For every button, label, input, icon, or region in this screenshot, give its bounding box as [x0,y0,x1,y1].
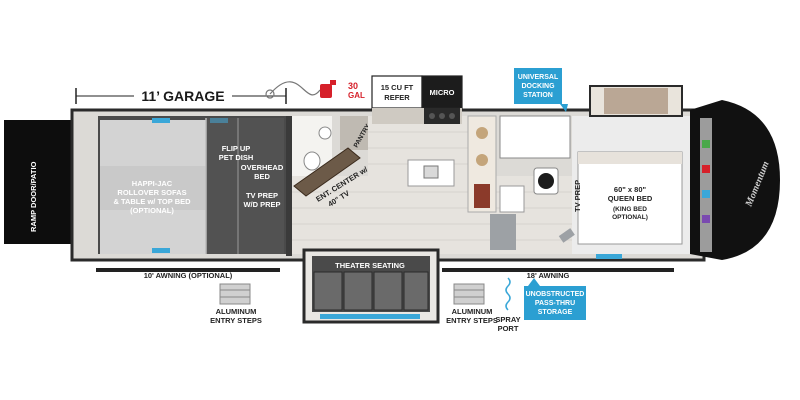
passthru-callout-text: STORAGE [538,309,573,316]
svg-text:ROLLOVER SOFAS: ROLLOVER SOFAS [117,188,186,197]
svg-text:OVERHEAD: OVERHEAD [241,163,284,172]
garage-rear-zone [206,118,284,254]
theater-seats [313,271,429,311]
ramp-door [4,120,72,244]
svg-text:HAPPI-JAC: HAPPI-JAC [132,179,173,188]
svg-text:PET DISH: PET DISH [219,153,254,162]
sofa-bottom [100,210,206,254]
fuel-unit: GAL [348,91,365,100]
front-awning [442,268,674,272]
sink [423,165,439,179]
rear-steps-label: ALUMINUM [216,307,257,316]
fireplace [474,184,490,208]
svg-text:TV PREP: TV PREP [246,191,278,200]
docking-callout [514,68,562,104]
front-entry-steps [453,283,485,305]
spray-port-label: SPRAY [495,315,520,324]
svg-text:W/D PREP: W/D PREP [243,200,280,209]
flip-up-label: FLIP UP PET DISH [219,144,254,162]
queen-bed [577,151,683,245]
refer [371,75,423,109]
svg-text:& TABLE w/ TOP BED: & TABLE w/ TOP BED [113,197,191,206]
docking-callout-text: DOCKING [521,83,555,90]
bedroom-window [596,254,622,259]
stool [476,154,488,166]
tv-prep-wd-label: TV PREP W/D PREP [243,191,280,209]
spray-hose-icon [505,277,511,311]
rear-awning [96,268,280,272]
stool [476,127,488,139]
sofas-label: HAPPI-JAC ROLLOVER SOFAS & TABLE w/ TOP … [113,179,191,215]
bedroom-door [558,228,575,243]
rear-awning-label: 10' AWNING (OPTIONAL) [144,271,233,280]
sofa-top [100,120,206,166]
garage-label-bg [134,86,232,104]
front-awning-label: 18' AWNING [527,271,570,280]
docking-callout-pointer [560,104,568,112]
stove-icon [424,108,460,124]
rear-steps-label: ENTRY STEPS [210,316,262,325]
passthru-callout-text: UNOBSTRUCTED [526,291,585,298]
front-cap [690,100,780,260]
theater-window [320,314,420,319]
docking-callout-text: UNIVERSAL [518,74,559,81]
docking-callout-text: STATION [523,92,553,99]
bed-option-label: OPTIONAL) [612,214,648,221]
pillows [578,152,682,164]
wardrobe [604,88,668,114]
bed-type-label: QUEEN BED [608,194,653,203]
front-steps-label: ALUMINUM [452,307,493,316]
pantry [340,116,368,150]
overhead-bed-label: OVERHEAD BED [241,163,284,181]
spray-port-label: PORT [498,324,519,333]
front-steps-label: ENTRY STEPS [446,316,498,325]
fuel-hose-end [265,89,275,99]
refer-label: REFER [384,93,410,102]
theater-label: THEATER SEATING [335,261,405,270]
rear-entry-steps [219,283,251,305]
garage-dimension-label: 11’ GARAGE [141,88,224,104]
ent-center [293,147,361,197]
bed-size-label: 60" x 80" [614,185,647,194]
window [152,248,170,253]
window [152,118,170,123]
fuel-amount: 30 [348,81,358,91]
passthru-callout [524,286,586,320]
garage-wall [286,116,292,256]
bath-sink [318,126,332,140]
refer-label: 15 CU FT [381,83,414,92]
svg-text:FLIP UP: FLIP UP [222,144,251,153]
svg-text:(OPTIONAL): (OPTIONAL) [130,206,174,215]
front-storage-items [702,140,710,223]
fuel-pump-icon [320,80,336,98]
washer-drum [538,173,554,189]
passthru-callout-pointer [528,278,540,286]
ramp-door-label: RAMP DOOR/PATIO [29,161,38,232]
bed-option-label: (KING BED [613,206,647,213]
passthru-callout-text: PASS-THRU [535,300,575,307]
micro-label: MICRO [430,88,455,97]
fuel-hose [269,81,321,96]
tv-prep-label: TV PREP [573,180,582,212]
toilet [303,151,321,171]
vanity [499,185,525,213]
closet-door [490,214,516,250]
svg-text:BED: BED [254,172,270,181]
shower [499,115,571,159]
front-storage [700,118,712,252]
sofa-table [100,166,206,210]
